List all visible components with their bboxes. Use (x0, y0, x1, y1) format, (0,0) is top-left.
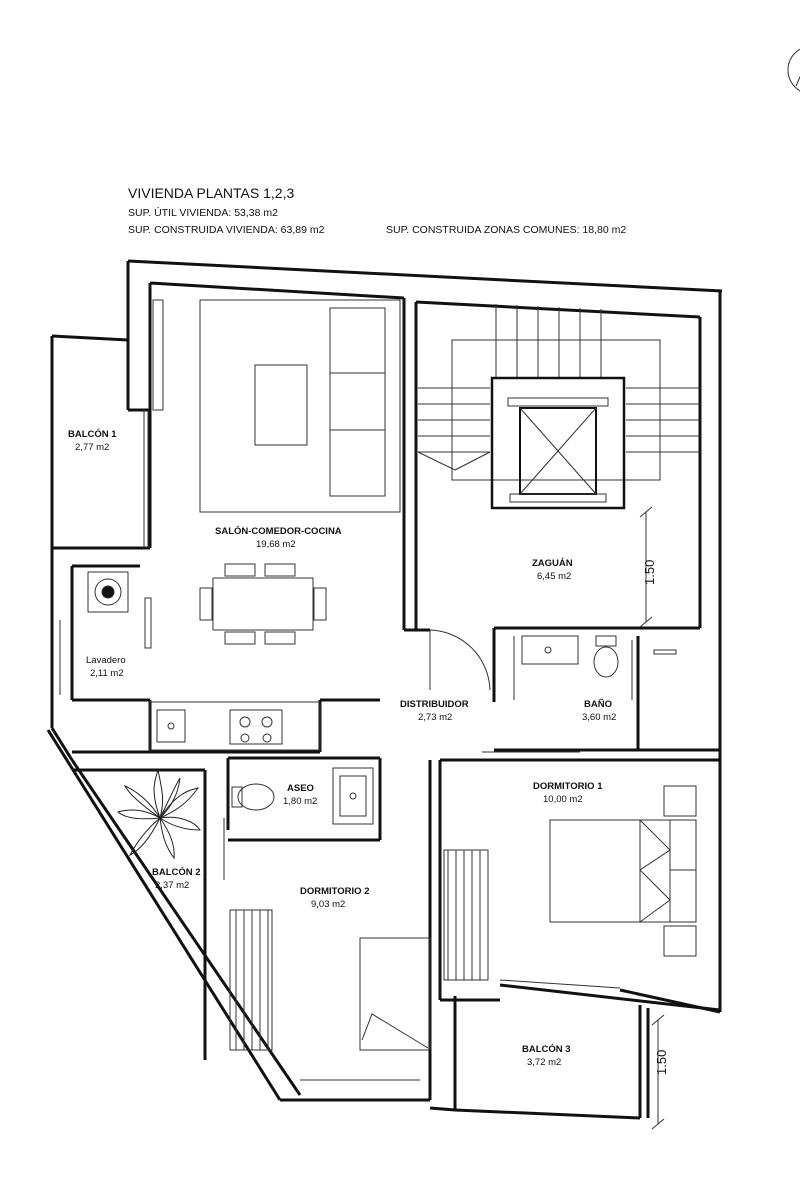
sup-util-label: SUP. ÚTIL VIVIENDA: 53,38 m2 (128, 207, 278, 219)
plan-title: VIVIENDA PLANTAS 1,2,3 (128, 185, 295, 201)
walls (46, 259, 723, 1120)
room-balcon2-area: 2,37 m2 (155, 880, 189, 891)
room-bano-name: BAÑO (584, 699, 612, 710)
room-balcon1-area: 2,77 m2 (75, 442, 109, 453)
room-salon-area: 19,68 m2 (256, 539, 296, 550)
zaguan-dimension: 1.50 (642, 560, 657, 585)
room-salon-name: SALÓN-COMEDOR-COCINA (215, 525, 342, 537)
room-aseo-area: 1,80 m2 (283, 796, 317, 807)
room-dormitorio1-area: 10,00 m2 (543, 794, 583, 805)
room-balcon3-name: BALCÓN 3 (522, 1043, 571, 1055)
fixtures (59, 299, 700, 1130)
room-zaguan-area: 6,45 m2 (537, 571, 571, 582)
room-lavadero-name: Lavadero (86, 655, 126, 666)
room-balcon2-name: BALCÓN 2 (152, 866, 201, 878)
room-dormitorio2-name: DORMITORIO 2 (300, 886, 370, 897)
room-balcon3-area: 3,72 m2 (527, 1057, 561, 1068)
room-dormitorio1-name: DORMITORIO 1 (533, 781, 603, 792)
room-bano-area: 3,60 m2 (582, 712, 616, 723)
room-dormitorio2-area: 9,03 m2 (311, 899, 345, 910)
sup-comunes-label: SUP. CONSTRUIDA ZONAS COMUNES: 18,80 m2 (386, 224, 627, 236)
balcon3-dimension: 1.50 (654, 1050, 669, 1075)
sup-construida-label: SUP. CONSTRUIDA VIVIENDA: 63,89 m2 (128, 224, 325, 236)
room-distribuidor-area: 2,73 m2 (418, 712, 452, 723)
room-zaguan-name: ZAGUÁN (532, 558, 573, 569)
room-balcon1-name: BALCÓN 1 (68, 428, 117, 440)
north-arrow-icon (787, 48, 800, 92)
room-lavadero-area: 2,11 m2 (90, 668, 124, 679)
potted-plant-icon (116, 769, 201, 860)
room-aseo-name: ASEO (287, 783, 314, 794)
room-distribuidor-name: DISTRIBUIDOR (400, 699, 469, 710)
